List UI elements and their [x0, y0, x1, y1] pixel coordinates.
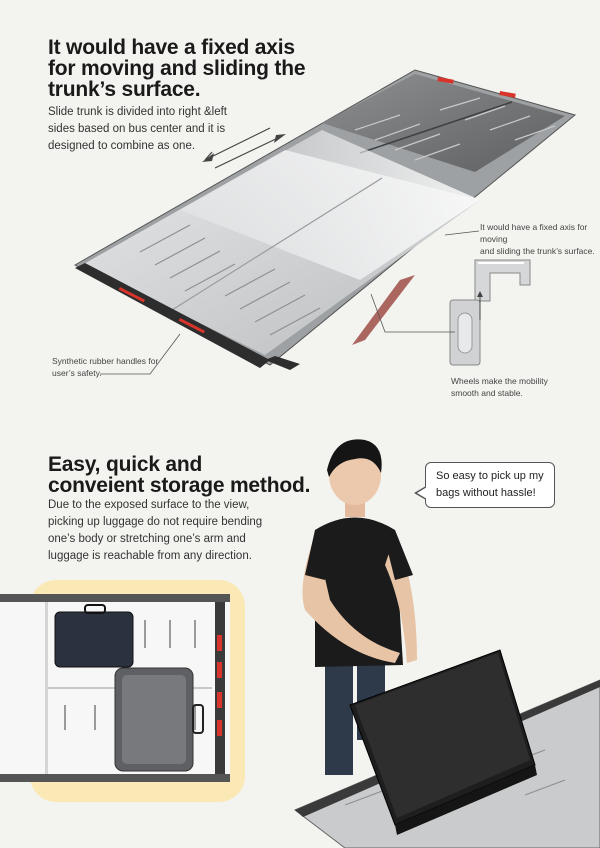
section1-description: Slide trunk is divided into right &left … — [48, 106, 227, 152]
lifted-suitcase — [349, 649, 537, 835]
callout-wheels-line — [370, 293, 455, 333]
person-lifting-suitcase-illustration — [294, 439, 600, 848]
wheel-detail-illustration — [449, 259, 531, 366]
dark-bag — [54, 611, 134, 668]
rear-panel — [322, 74, 565, 172]
callout-axis-line — [445, 230, 480, 236]
callout-handles-line — [100, 333, 181, 375]
slide-trunk-illustration — [73, 69, 577, 370]
top-view-storage-illustration — [0, 580, 245, 802]
section2-description: Due to the exposed surface to the view, … — [48, 499, 263, 562]
section2-heading: Easy, quick and conveient storage method… — [48, 453, 311, 497]
callout-wheels: Wheels make the mobility smooth and stab… — [451, 376, 548, 398]
speech-bubble: So easy to pick up my bags without hassl… — [414, 462, 555, 508]
section1-heading: It would have a fixed axis for moving an… — [48, 36, 306, 101]
callout-handles: Synthetic rubber handles for user’s safe… — [52, 356, 159, 378]
speech-bubble-text: So easy to pick up my bags without hassl… — [425, 462, 555, 508]
callout-axis: It would have a fixed axis for moving an… — [480, 222, 595, 256]
